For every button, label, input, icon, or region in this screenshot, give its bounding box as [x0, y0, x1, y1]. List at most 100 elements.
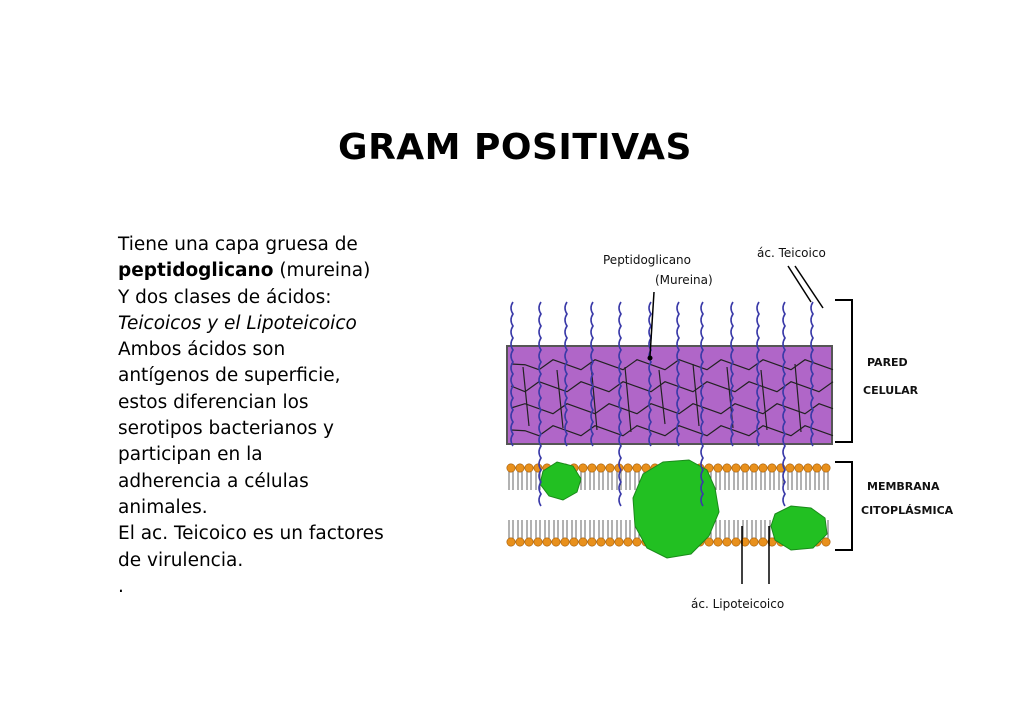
lipid-head — [506, 537, 516, 547]
lipid-head — [605, 537, 615, 547]
lipid-head — [596, 537, 606, 547]
lipid-head — [713, 463, 723, 473]
lipid-head — [722, 537, 732, 547]
italic-line: Teicoicos y el Lipoteicoico — [118, 312, 357, 334]
acid-strand — [510, 301, 514, 447]
lipid-head — [578, 463, 588, 473]
label-mureina: (Mureina) — [655, 273, 713, 287]
pointer-line — [649, 291, 655, 357]
lipid-head — [524, 537, 534, 547]
lipid-head — [767, 463, 777, 473]
text-line: Tiene una capa gruesa de — [118, 234, 358, 255]
acid-strand — [538, 301, 542, 507]
lipid-head — [749, 463, 759, 473]
acid-strand — [700, 301, 704, 507]
lipid-head — [803, 463, 813, 473]
text-line: animales. — [118, 496, 208, 518]
acid-strand — [676, 301, 680, 447]
lipid-head — [632, 463, 642, 473]
text-fragment: (mureina) — [273, 260, 371, 282]
lipid-head — [587, 537, 597, 547]
text-line: peptidoglicano (mureina) — [118, 258, 418, 284]
peptide-bridge — [794, 363, 802, 433]
membrane-protein — [632, 459, 720, 559]
text-line: participan en la — [118, 444, 263, 466]
lipid-head — [551, 537, 561, 547]
label-celular: CELULAR — [863, 384, 919, 397]
lipid-head — [578, 537, 588, 547]
acid-strand — [590, 301, 594, 447]
text-line: Y dos clases de ácidos: — [118, 286, 332, 308]
cell-wall-diagram: Peptidoglicano (Mureina) ác. Teicoico PA… — [506, 246, 954, 611]
text-line: adherencia a células — [118, 470, 309, 492]
lipid-head — [740, 463, 750, 473]
label-pared: PARED — [867, 356, 908, 369]
wall-bracket — [835, 299, 853, 443]
acid-strand — [648, 301, 652, 447]
membrane-protein — [539, 461, 582, 501]
label-membrana: MEMBRANA — [867, 480, 940, 493]
peptide-bridge — [522, 366, 530, 427]
lipid-head — [821, 463, 831, 473]
lipid-head — [623, 463, 633, 473]
lipid-head — [614, 537, 624, 547]
text-line: estos diferencian los — [118, 391, 309, 413]
lipid-head — [515, 537, 525, 547]
acid-strand — [782, 301, 786, 507]
text-line: Ambos ácidos son — [118, 339, 286, 361]
text-line: . — [118, 575, 124, 597]
lipid-head — [821, 537, 831, 547]
lipid-head — [767, 537, 777, 547]
membrane-protein — [770, 505, 828, 551]
peptide-bridge — [556, 369, 564, 429]
membrane-bracket — [835, 461, 853, 551]
peptide-bridge — [658, 369, 666, 425]
text-line: El ac. Teicoico es un factores — [118, 523, 384, 545]
description-text: Tiene una capa gruesa de peptidoglicano … — [118, 232, 418, 600]
slide-title: GRAM POSITIVAS — [338, 127, 692, 168]
lipid-head — [533, 537, 543, 547]
lipid-head — [596, 463, 606, 473]
lipid-head — [731, 463, 741, 473]
teichoic-acid-strands — [510, 301, 814, 507]
lipid-head — [506, 463, 516, 473]
lipid-head — [560, 537, 570, 547]
acid-strand — [810, 301, 814, 447]
lipid-head — [623, 537, 633, 547]
glycan-chain — [510, 359, 834, 371]
acid-strand — [756, 301, 760, 447]
lipid-head — [758, 463, 768, 473]
label-peptidoglicano: Peptidoglicano — [603, 253, 691, 267]
lipid-head — [722, 463, 732, 473]
text-line: serotipos bacterianos y — [118, 418, 334, 440]
lipid-head — [704, 537, 714, 547]
lipid-head — [758, 537, 768, 547]
lipid-head — [785, 463, 795, 473]
lipid-head — [605, 463, 615, 473]
lipid-head — [740, 537, 750, 547]
pointer-line — [787, 265, 812, 303]
pointer-dot — [647, 355, 653, 361]
peptide-bridge — [624, 366, 632, 433]
lipid-head — [569, 537, 579, 547]
label-teicoico: ác. Teicoico — [757, 246, 826, 260]
text-line: antígenos de superficie, — [118, 365, 341, 387]
label-citoplasmica: CITOPLÁSMICA — [861, 504, 954, 517]
lipid-head — [524, 463, 534, 473]
pointer-line — [794, 265, 824, 309]
lipid-head — [731, 537, 741, 547]
lipid-head — [632, 537, 642, 547]
acid-strand — [564, 301, 568, 447]
lipid-head — [587, 463, 597, 473]
label-lipoteicoico: ác. Lipoteicoico — [691, 597, 784, 611]
text-line: de virulencia. — [118, 549, 244, 571]
lipid-head — [713, 537, 723, 547]
lipid-head — [749, 537, 759, 547]
bold-term: peptidoglicano — [118, 260, 274, 282]
acid-strand — [730, 301, 734, 447]
acid-strand — [618, 301, 622, 507]
lipid-head — [794, 463, 804, 473]
lipid-head — [542, 537, 552, 547]
peptide-bridge — [760, 369, 768, 431]
lipid-head — [812, 463, 822, 473]
